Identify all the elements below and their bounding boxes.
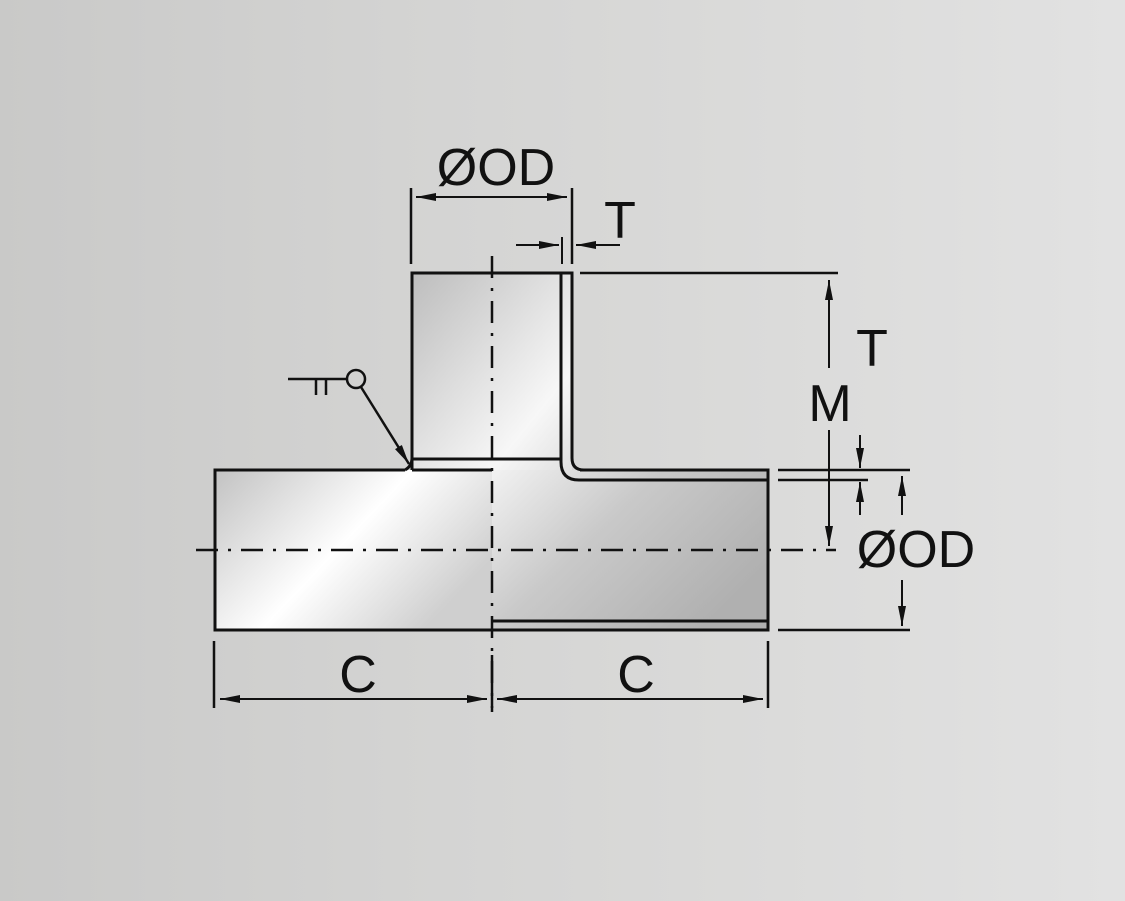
- dimension-run-wall-t: T: [856, 320, 888, 515]
- c-left-label: C: [339, 646, 377, 704]
- dimension-branch-od: ØOD: [409, 139, 574, 264]
- dimension-branch-wall-t: T: [516, 192, 636, 264]
- run-pipe: [215, 470, 768, 630]
- center-lines: [196, 256, 836, 712]
- fitting-outline: [213, 271, 770, 632]
- branch-od-label: ØOD: [437, 139, 555, 197]
- run-od-label: ØOD: [857, 521, 975, 579]
- run-wall-t-label: T: [856, 320, 888, 378]
- c-right-label: C: [617, 646, 655, 704]
- weld-symbol-icon: [288, 368, 411, 465]
- extension-lines-right: [580, 271, 910, 632]
- branch-wall-t-label: T: [604, 192, 636, 250]
- dimension-c: C C: [212, 641, 770, 708]
- dimension-m: M: [808, 280, 852, 546]
- dimension-run-od: ØOD: [857, 476, 975, 626]
- m-label: M: [808, 375, 851, 433]
